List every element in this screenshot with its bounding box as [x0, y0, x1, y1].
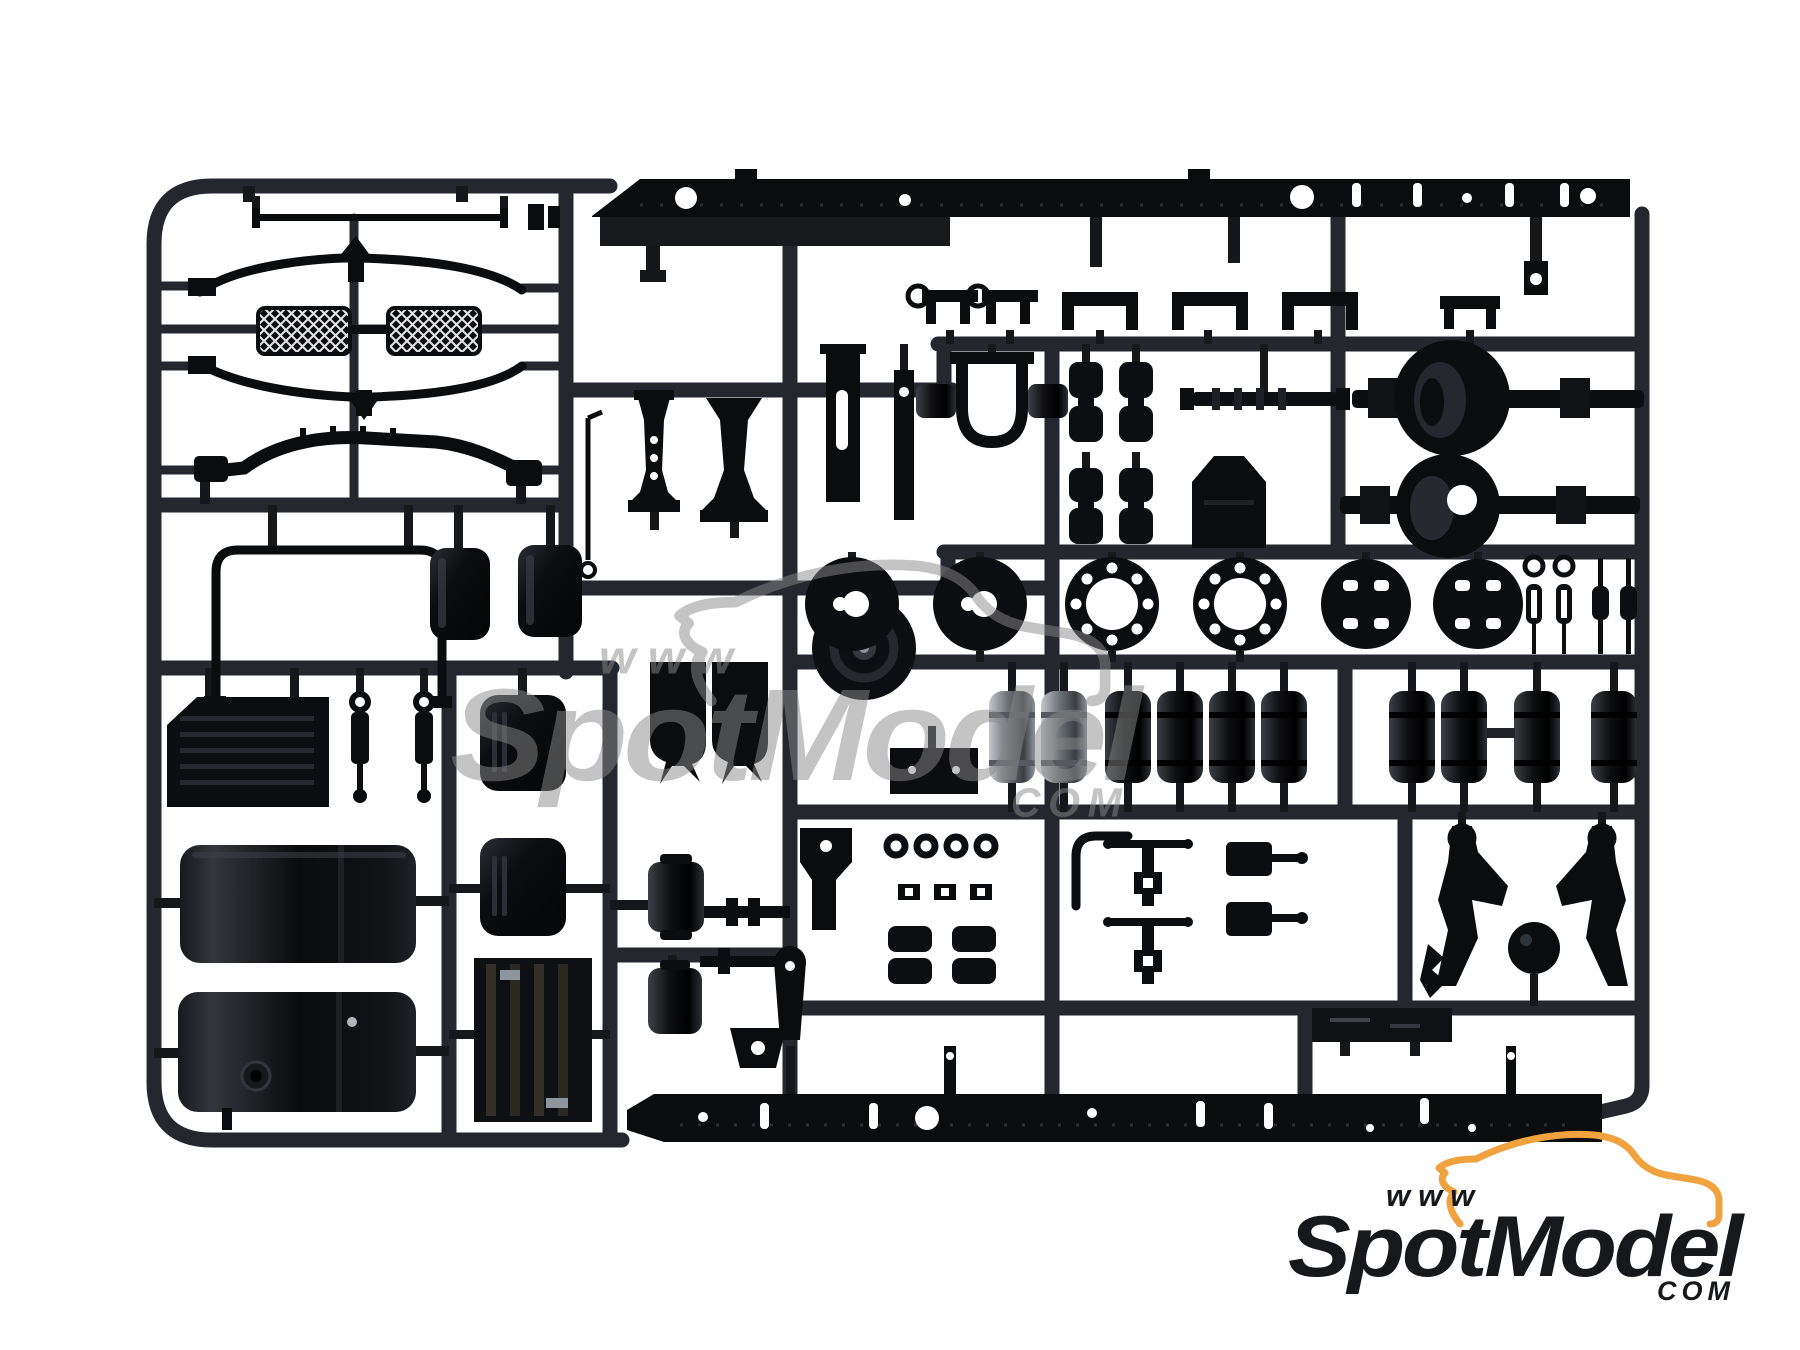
- logo-tld: COM: [1657, 1276, 1735, 1306]
- shock-absorbers: [349, 691, 435, 803]
- rear-axle-housing-2: [1340, 454, 1640, 558]
- fuel-tank-lower: [178, 992, 416, 1130]
- stabilizer-bar: [194, 426, 542, 504]
- drum-back-plates: [1321, 559, 1523, 649]
- air-spring-bellows: [1069, 362, 1153, 544]
- mudguard-bracket: [1192, 456, 1266, 548]
- mounting-brackets-row: [905, 283, 1500, 330]
- exhaust-silencers: [648, 854, 806, 1068]
- logo-www: www: [1386, 1178, 1482, 1213]
- turnbuckles: [1522, 554, 1637, 654]
- spring-hanger-assembly: [916, 352, 1068, 449]
- frame-crossmembers: [579, 344, 914, 579]
- chassis-rail-top: [592, 169, 1630, 295]
- sprue: [146, 169, 1650, 1148]
- small-parts-left: [800, 828, 999, 984]
- leaf-spring-shackles: [650, 662, 768, 784]
- watermark-www: www: [599, 631, 745, 684]
- mounting-plate: [890, 748, 978, 794]
- wheel-hub-flanges: [1065, 557, 1287, 651]
- sprue-gates: [154, 186, 1618, 1094]
- suspension-arms: [1420, 823, 1628, 1006]
- chassis-rail-bottom: [627, 1046, 1602, 1142]
- mirror-housings: [430, 545, 582, 640]
- wiper-linkage-lower: [188, 356, 527, 420]
- radiator-grilles: [256, 306, 482, 356]
- spotmodel-logo: www SpotModel COM: [1288, 1134, 1749, 1306]
- air-reservoir-tanks: [989, 691, 1637, 783]
- thin-rod-part: [252, 204, 560, 230]
- propeller-shaft: [1180, 388, 1350, 410]
- ribbed-radiator-panel: [474, 958, 592, 1122]
- fuel-tank-middle: [180, 845, 416, 963]
- side-step-plate: [167, 697, 329, 807]
- wiper-linkage-upper: [188, 236, 527, 297]
- battery-box-covers: [480, 695, 566, 936]
- molded-text-plate: [1312, 1008, 1452, 1042]
- spotmodel-watermark: www SpotModel COM: [450, 565, 1150, 825]
- small-parts-middle: [1071, 831, 1308, 984]
- rear-axle-housing-1: [1352, 340, 1644, 456]
- roll-bar-frame: [204, 545, 452, 708]
- watermark-tld: COM: [1011, 779, 1130, 825]
- logo-name: SpotModel: [1288, 1199, 1746, 1295]
- watermark-name: SpotModel: [450, 662, 1145, 808]
